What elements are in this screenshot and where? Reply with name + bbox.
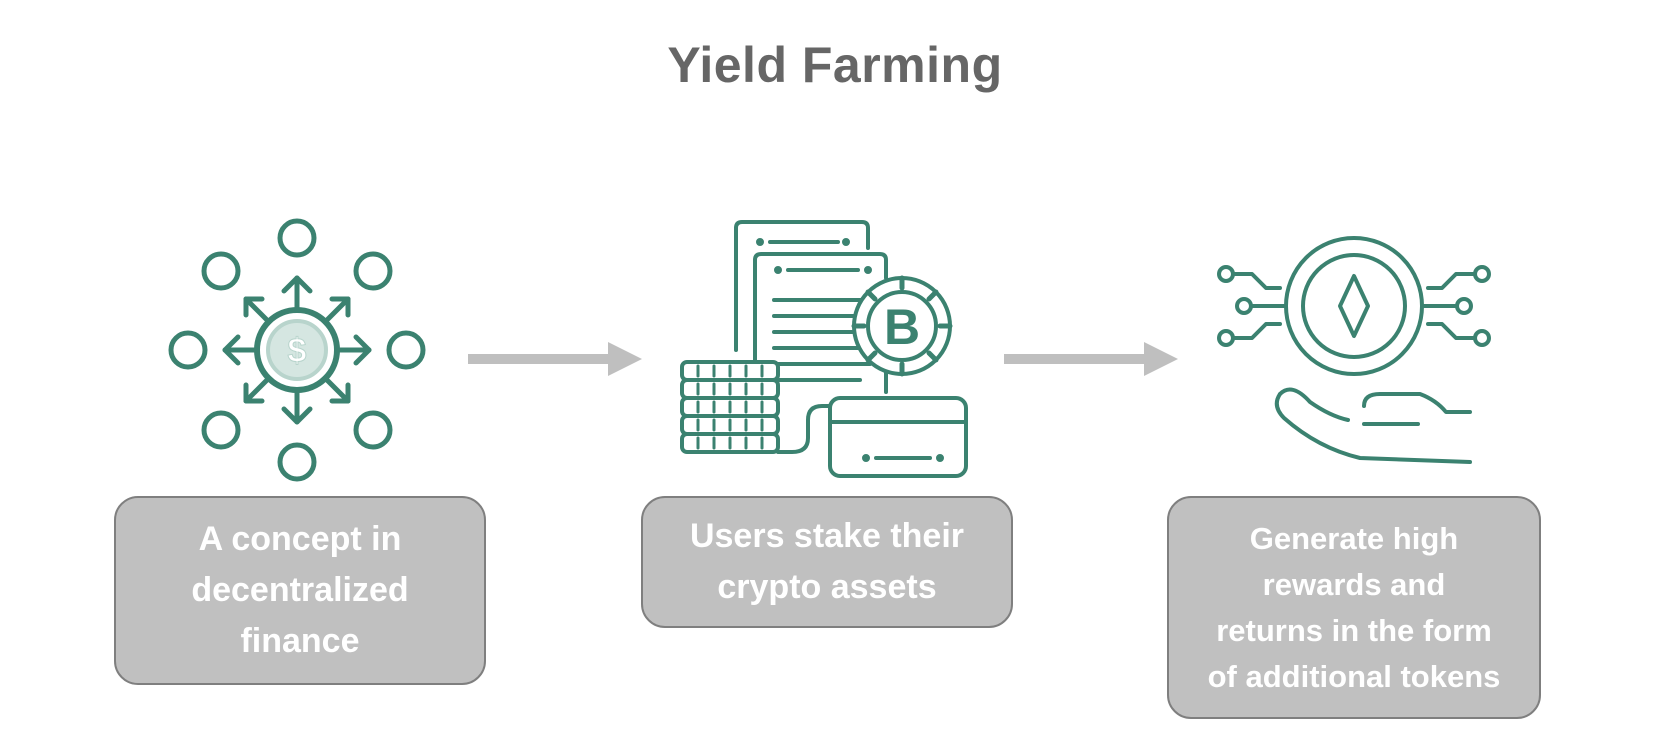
step-text: A concept in decentralized finance (191, 520, 409, 660)
dollar-glyph: $ (288, 332, 307, 370)
decentralized-network-dollar-icon: $ (166, 216, 428, 486)
step-box-concept: A concept in decentralized finance (114, 496, 486, 685)
hand-ethereum-token-icon (1214, 230, 1504, 470)
step-text: Generate high rewards and returns in the… (1207, 520, 1501, 694)
page-title: Yield Farming (667, 37, 1003, 93)
step-box-stake: Users stake their crypto assets (641, 496, 1013, 628)
arrow-right-icon (468, 340, 644, 383)
documents-coins-bitcoin-icon: B (680, 220, 980, 482)
arrow-right-icon (1004, 340, 1180, 383)
step-text: Users stake their crypto assets (689, 517, 965, 606)
step-box-rewards: Generate high rewards and returns in the… (1167, 496, 1541, 719)
bitcoin-glyph: B (884, 299, 920, 355)
